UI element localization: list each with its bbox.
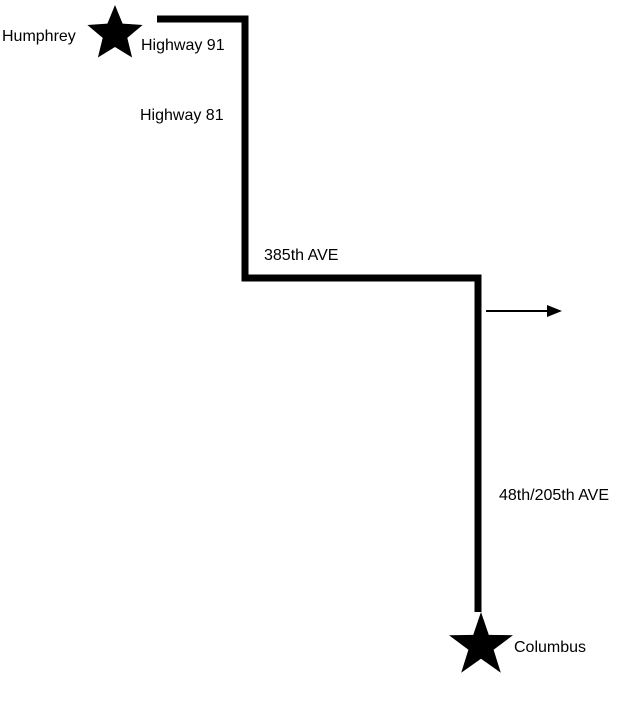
end-star-icon: [449, 612, 513, 673]
start-star-icon: [87, 5, 143, 58]
road-label-48th-205th-ave: 48th/205th AVE: [499, 487, 609, 504]
arrow-right-icon: [486, 305, 562, 317]
road-label-highway-91: Highway 91: [141, 37, 225, 54]
start-place-label: Humphrey: [2, 28, 76, 45]
route-line: [157, 15, 482, 612]
road-label-385th-ave: 385th AVE: [264, 247, 338, 264]
end-place-label: Columbus: [514, 639, 586, 656]
road-label-highway-81: Highway 81: [140, 107, 224, 124]
